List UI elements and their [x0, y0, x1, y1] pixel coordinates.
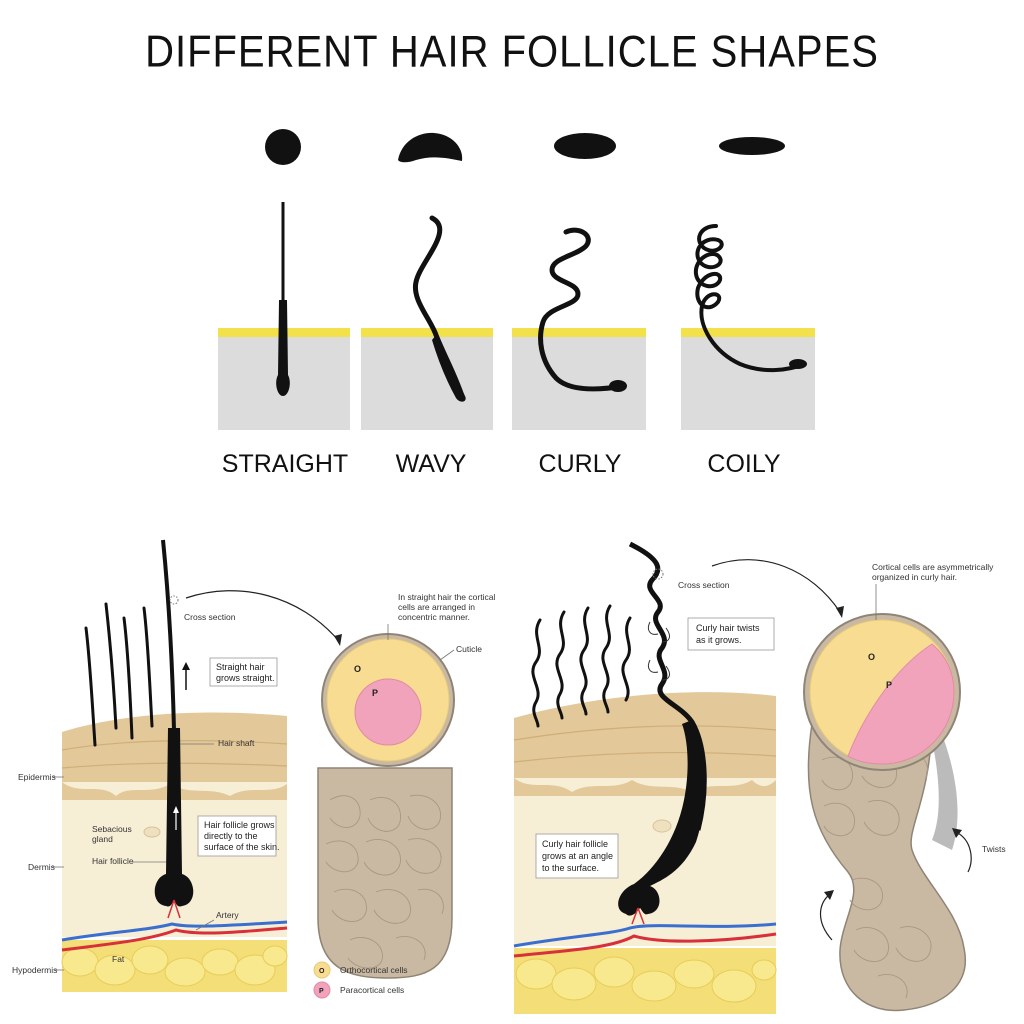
curly-hair-strand [538, 227, 627, 392]
cuticle-label: Cuticle [456, 644, 482, 654]
small-hairs [84, 602, 154, 747]
page-title: DIFFERENT HAIR FOLLICLE SHAPES [145, 27, 879, 77]
curly-follicle-callout-line2: grows at an angle [542, 851, 613, 861]
curly-callout-line1: Curly hair twists [696, 623, 760, 633]
straight-cross-section [317, 633, 455, 979]
straight-note-line1: In straight hair the cortical [398, 592, 495, 602]
straight-hair-shaft [161, 539, 176, 830]
twists-label: Twists [982, 844, 1006, 854]
curly-vein-vessel [513, 922, 777, 948]
curly-paracortex-region [847, 643, 955, 765]
curly-skin-block [512, 328, 646, 430]
straight-paracortex-circle [354, 678, 422, 746]
straight-cross-section-shape [265, 129, 301, 165]
sebaceous-gland [143, 826, 161, 838]
legend-orthocortical-label: Orthocortical cells [340, 965, 408, 975]
wavy-skin-block [361, 328, 493, 430]
curly-follicle-callout-line1: Curly hair follicle [542, 839, 608, 849]
epidermis-label: Epidermis [18, 772, 56, 782]
legend-paracortical-dot [313, 981, 331, 999]
label-straight: STRAIGHT [221, 450, 349, 478]
curly-epidermis-layer [514, 692, 776, 784]
fat-cells [61, 945, 288, 987]
vein-vessel [61, 920, 288, 942]
artery-vessel [61, 926, 288, 952]
curly-hair-follicle [618, 720, 706, 916]
hypodermis-label: Hypodermis [12, 965, 57, 975]
curly-p-letter: P [886, 680, 892, 690]
straight-cross-section-label: Cross section [184, 612, 236, 622]
curly-fat-cells [515, 956, 777, 1003]
hair-shaft-label: Hair shaft [218, 738, 255, 748]
legend-paracortical-label: Paracortical cells [340, 985, 404, 995]
straight-o-letter: O [354, 664, 361, 674]
curly-cross-section-shape [554, 133, 616, 159]
curly-small-hairs [531, 604, 632, 728]
straight-callout-line1: Straight hair [216, 662, 265, 672]
curly-callout-line2: as it grows. [696, 635, 742, 645]
legend-p-letter: P [319, 988, 324, 995]
straight-note-line2: cells are arranged in [398, 602, 475, 612]
curly-sebaceous-gland [652, 819, 672, 833]
curly-cross-section [803, 613, 967, 1012]
coily-hair-strand [693, 224, 807, 373]
straight-p-letter: P [372, 688, 378, 698]
label-coily: COILY [707, 450, 781, 478]
artery-label: Artery [216, 910, 239, 920]
curly-artery-vessel [513, 932, 777, 958]
hair-types-panel [218, 129, 815, 430]
curly-follicle-callout-line3: to the surface. [542, 863, 599, 873]
sebaceous-label-line1: Sebacious [92, 824, 132, 834]
legend-orthocortical-dot [313, 961, 331, 979]
coily-skin-block [681, 328, 815, 430]
curly-o-letter: O [868, 652, 875, 662]
sebaceous-label-line2: gland [92, 834, 113, 844]
curly-follicle-diagram: Cross section Curly hair twists as it gr… [513, 541, 1006, 1014]
straight-note-line3: concentric manner. [398, 612, 470, 622]
fat-label: Fat [112, 954, 125, 964]
follicle-callout-line2: directly to the [204, 831, 258, 841]
dermis-label: Dermis [28, 862, 55, 872]
straight-hair-follicle [154, 728, 194, 907]
label-wavy: WAVY [395, 450, 467, 478]
curly-note-line2: organized in curly hair. [872, 572, 957, 582]
coily-cross-section-shape [719, 137, 785, 155]
wavy-hair-strand [412, 215, 466, 402]
curly-cross-section-label: Cross section [678, 580, 730, 590]
straight-follicle-diagram: Cross section Straight hair grows straig… [12, 539, 495, 999]
follicle-callout-line1: Hair follicle grows [204, 820, 275, 830]
follicle-callout-line3: surface of the skin. [204, 842, 280, 852]
follicle-label: Hair follicle [92, 856, 134, 866]
legend-o-letter: O [319, 968, 325, 975]
straight-callout-line2: grows straight. [216, 673, 275, 683]
wavy-cross-section-shape [398, 132, 463, 163]
label-curly: CURLY [538, 450, 622, 478]
straight-hair-strand [276, 202, 290, 396]
curly-note-line1: Cortical cells are asymmetrically [872, 562, 994, 572]
